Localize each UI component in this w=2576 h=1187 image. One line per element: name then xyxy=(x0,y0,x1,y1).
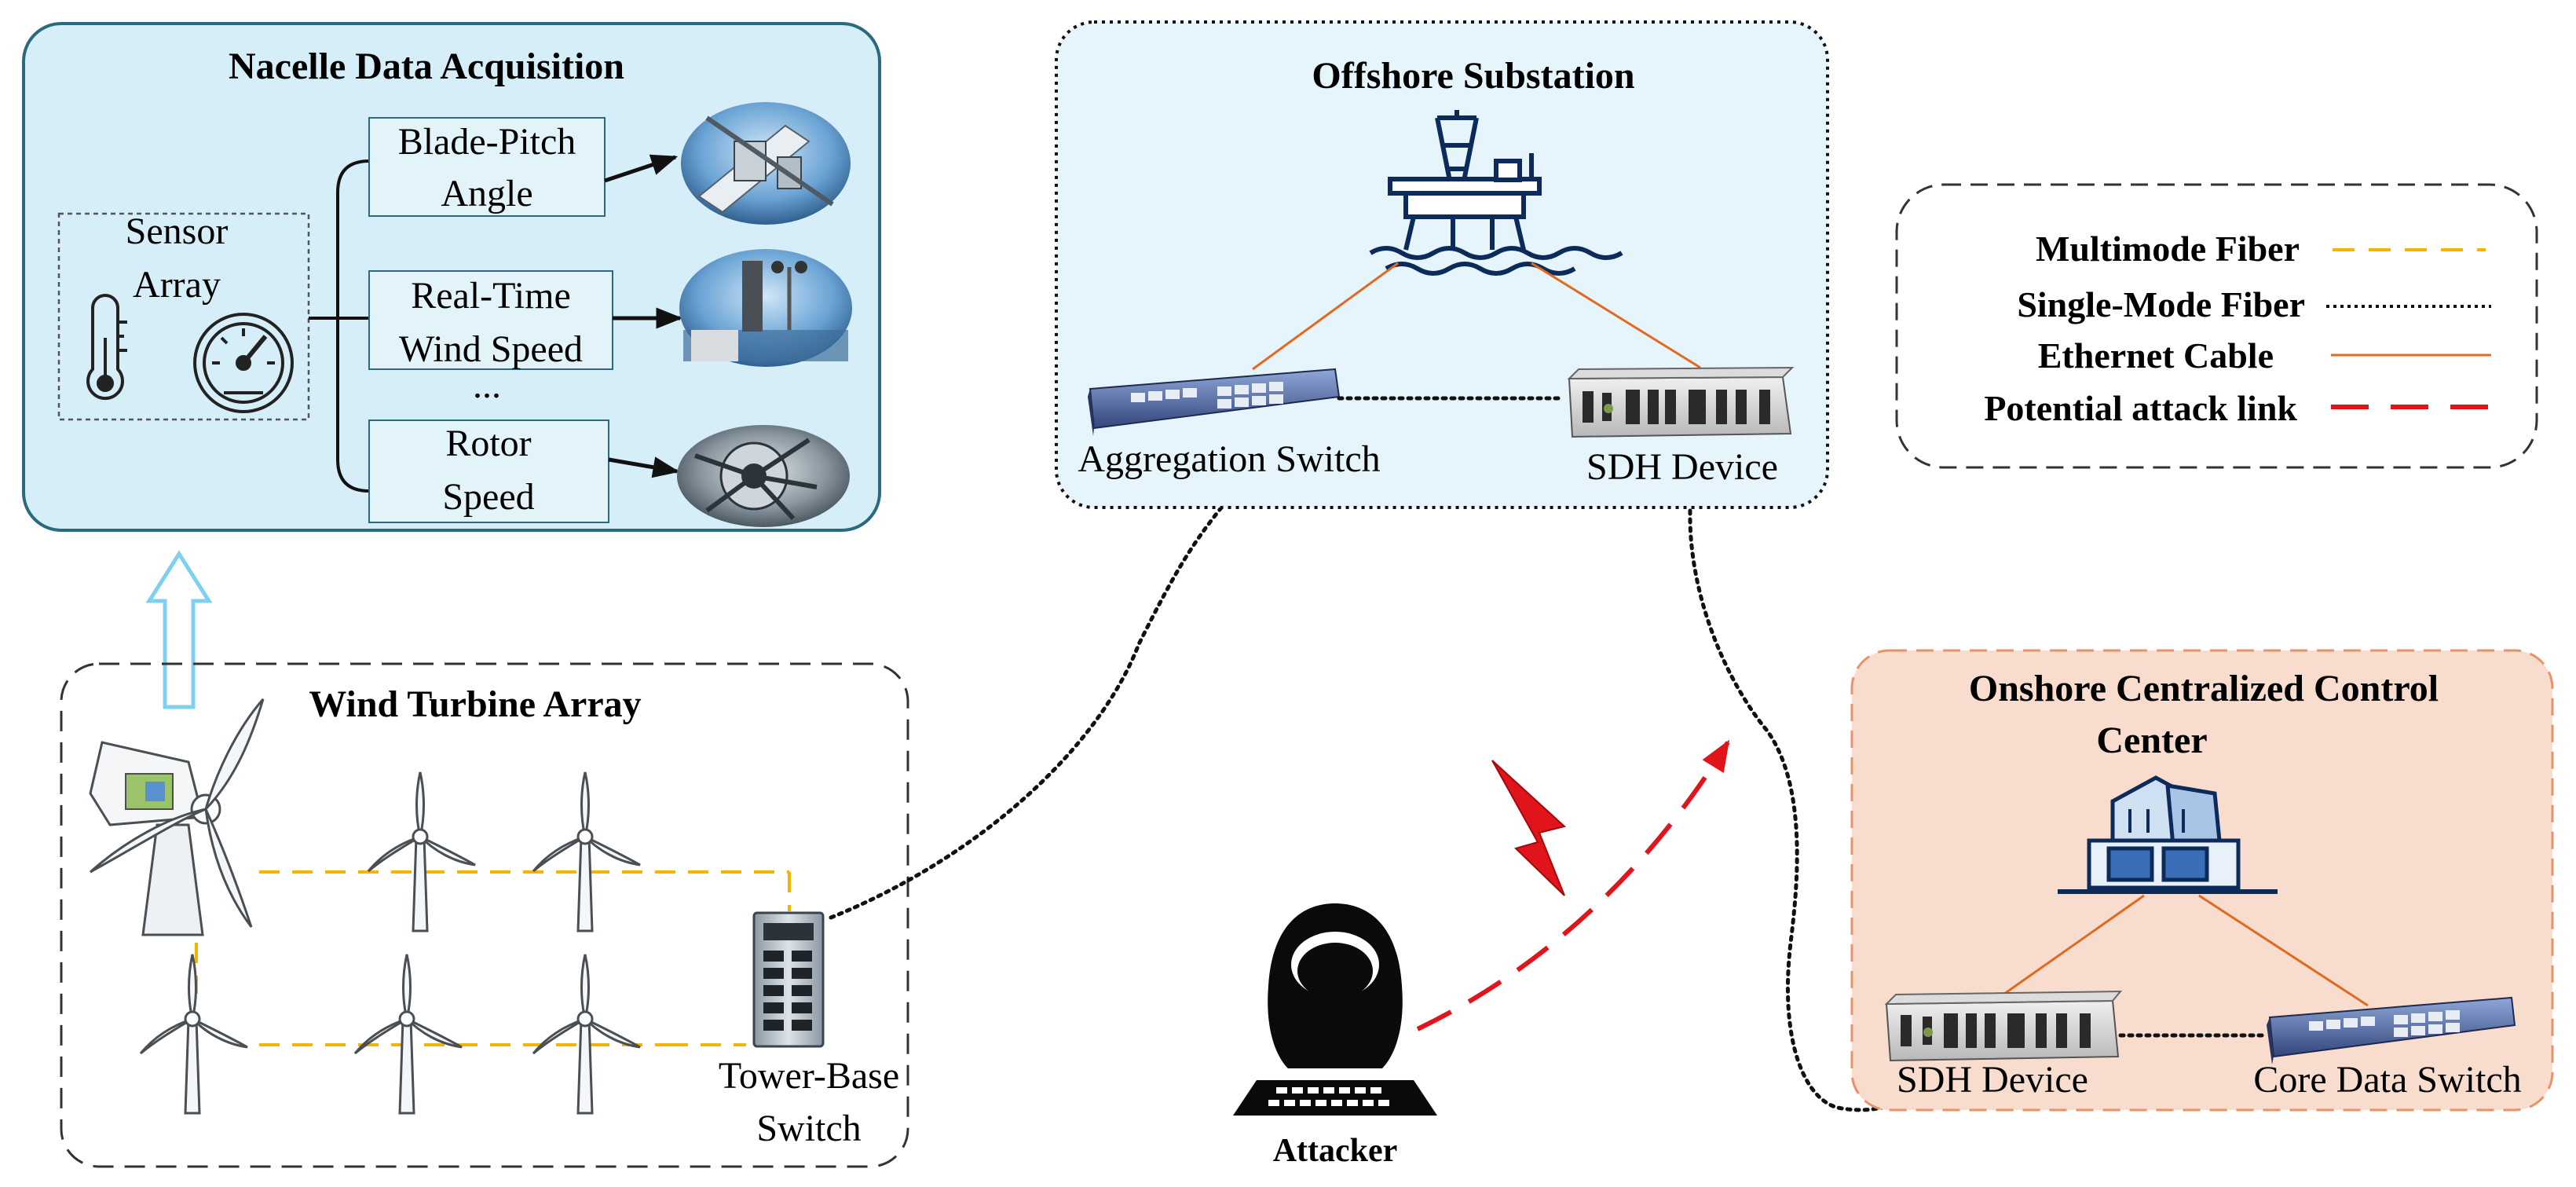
tower-base-switch-icon xyxy=(752,911,825,1048)
aggregation-switch-label: Aggregation Switch xyxy=(1078,438,1380,480)
onshore-title-line2: Center xyxy=(2096,720,2207,761)
hacker-icon xyxy=(1233,903,1437,1116)
sdh-device-icon xyxy=(1567,366,1795,438)
legend-label-singlemode: Single-Mode Fiber xyxy=(2017,284,2305,324)
rotor-speed-label-line2: Speed xyxy=(442,476,534,518)
turbine-icon xyxy=(367,771,477,932)
upload-arrow-icon xyxy=(145,550,213,709)
offshore-sdh-label: SDH Device xyxy=(1586,446,1778,488)
rotor-speed-box xyxy=(368,419,609,523)
legend-label-attack: Potential attack link xyxy=(1984,388,2297,428)
core-data-switch-icon xyxy=(2267,996,2516,1064)
offshore-panel: Offshore Substation xyxy=(1055,20,1829,509)
gauge-icon xyxy=(193,313,294,413)
rotor-speed-label-line1: Rotor xyxy=(445,423,531,464)
rotor-speed-arrow xyxy=(608,456,680,478)
nacelle-box xyxy=(22,22,881,532)
blade-pitch-arrow xyxy=(604,154,679,183)
attacker-label: Attacker xyxy=(1273,1133,1398,1169)
blade-pitch-label-line1: Blade-Pitch xyxy=(398,121,576,163)
blade-pitch-photo-icon xyxy=(681,102,851,225)
thermometer-icon xyxy=(86,294,127,401)
lightning-icon xyxy=(1491,760,1567,896)
aggregation-switch-icon xyxy=(1088,368,1341,436)
legend-label-ethernet: Ethernet Cable xyxy=(2038,335,2274,376)
center-to-sdh-ethernet xyxy=(1998,894,2145,999)
tower-to-aggregation-singlemode-link xyxy=(829,500,1228,920)
wind-array-title: Wind Turbine Array xyxy=(309,683,641,725)
oil-platform-icon xyxy=(1369,110,1623,276)
legend: Multimode Fiber Single-Mode Fiber Ethern… xyxy=(1895,183,2538,469)
nacelle-title: Nacelle Data Acquisition xyxy=(229,46,624,87)
tower-base-switch-label-line1: Tower-Base xyxy=(719,1055,899,1097)
wind-array-box xyxy=(60,662,909,1168)
onshore-title-line1: Onshore Centralized Control xyxy=(1969,668,2439,709)
wind-array-panel: Wind Turbine Array xyxy=(60,662,909,1168)
tower-base-switch-label-line2: Switch xyxy=(756,1108,861,1149)
core-data-switch-label: Core Data Switch xyxy=(2253,1059,2521,1101)
legend-label-multimode: Multimode Fiber xyxy=(2036,229,2300,269)
control-center-icon xyxy=(2058,775,2278,894)
offshore-to-onshore-singlemode-link xyxy=(1688,508,1911,1112)
blade-pitch-box xyxy=(368,117,606,217)
onshore-sdh-label: SDH Device xyxy=(1897,1059,2088,1101)
large-turbine-icon xyxy=(89,698,265,936)
rotor-photo-icon xyxy=(677,425,850,527)
multimode-links xyxy=(195,870,791,1046)
bracket-connector xyxy=(309,159,370,493)
attacker-group: Attacker xyxy=(1233,739,1730,1169)
turbine-icon xyxy=(139,953,249,1115)
platform-to-aggregation-ethernet xyxy=(1252,262,1399,371)
blade-pitch-label-line2: Angle xyxy=(441,173,532,214)
turbine-icon xyxy=(353,953,463,1115)
anemometer-photo-icon xyxy=(679,249,852,367)
potential-attack-link xyxy=(1416,739,1730,1031)
turbine-icon xyxy=(532,953,642,1115)
ellipsis-label: ... xyxy=(473,365,501,406)
onshore-sdh-device-icon xyxy=(1884,990,2123,1062)
sensor-array-box xyxy=(57,212,310,421)
legend-box xyxy=(1895,183,2538,469)
wind-speed-label-line2: Wind Speed xyxy=(399,328,583,370)
onshore-panel: Onshore Centralized Control Center xyxy=(1850,649,2554,1112)
turbine-icon xyxy=(532,771,642,932)
offshore-title: Offshore Substation xyxy=(1312,55,1634,97)
platform-to-sdh-ethernet xyxy=(1531,262,1701,369)
nacelle-panel: Nacelle Data Acquisition Sensor Array xyxy=(22,22,881,532)
wind-speed-label-line1: Real-Time xyxy=(411,275,571,317)
center-to-core-ethernet xyxy=(2198,894,2369,1007)
wind-speed-box xyxy=(368,270,613,370)
sensor-array-label-line2: Array xyxy=(133,264,221,306)
sensor-array-label-line1: Sensor xyxy=(126,211,229,252)
